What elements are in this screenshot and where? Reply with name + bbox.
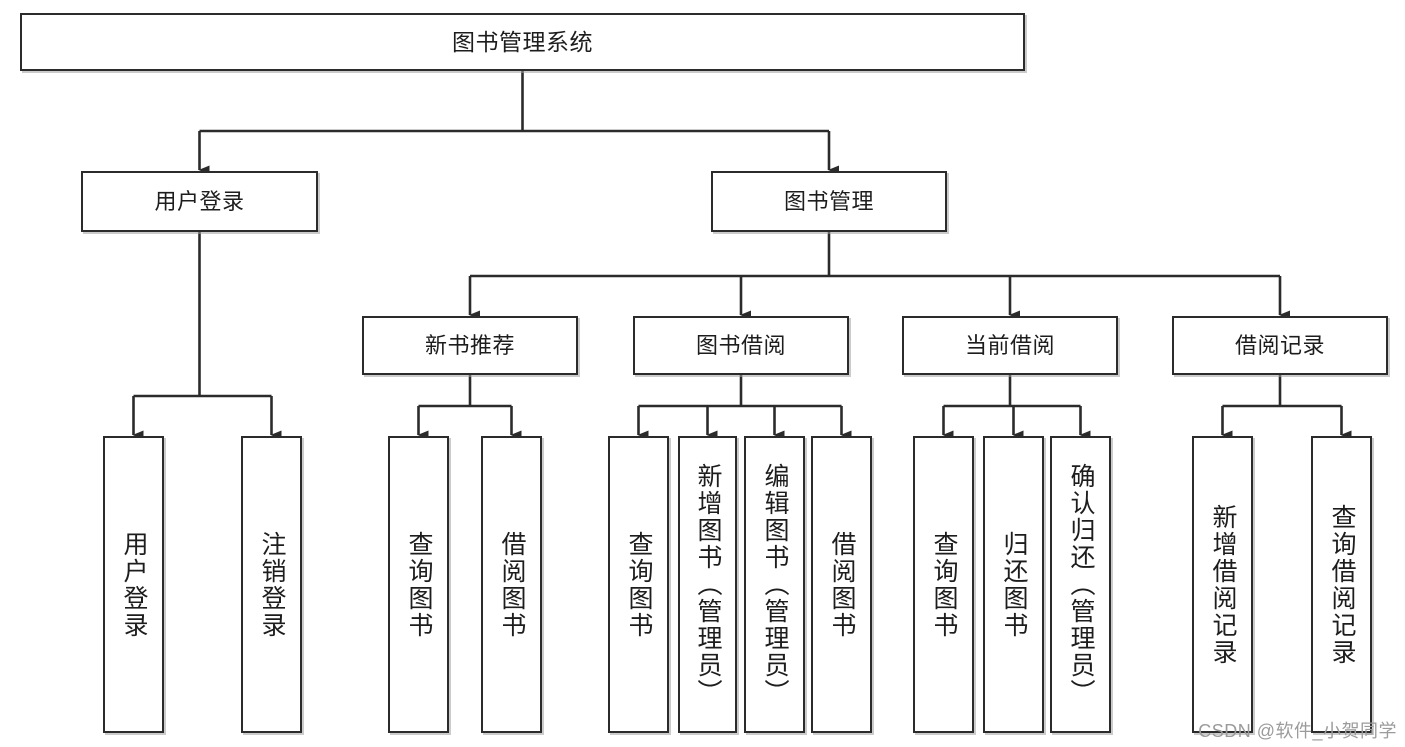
node-label: 查询图书 bbox=[625, 530, 653, 639]
node-label: 借阅图书 bbox=[828, 530, 856, 639]
node-leaf-query-record[interactable]: 查询借阅记录 bbox=[1311, 436, 1372, 733]
node-leaf-query-book-1[interactable]: 查询图书 bbox=[388, 436, 449, 733]
node-leaf-query-book-2[interactable]: 查询图书 bbox=[608, 436, 669, 733]
node-label: 用户登录 bbox=[154, 188, 245, 214]
node-label: 查询图书 bbox=[405, 530, 433, 639]
node-leaf-query-book-3[interactable]: 查询图书 bbox=[913, 436, 974, 733]
node-label: 归还图书 bbox=[1000, 530, 1028, 639]
node-leaf-user-login[interactable]: 用户登录 bbox=[103, 436, 164, 733]
node-label: 借阅记录 bbox=[1234, 332, 1325, 358]
node-leaf-add-book[interactable]: 新增图书（管理员） bbox=[678, 436, 737, 733]
node-label: 当前借阅 bbox=[964, 332, 1055, 358]
node-leaf-add-record[interactable]: 新增借阅记录 bbox=[1192, 436, 1253, 733]
node-label: 新增借阅记录 bbox=[1209, 503, 1237, 666]
node-current-borrow[interactable]: 当前借阅 bbox=[902, 316, 1118, 375]
node-book-borrow[interactable]: 图书借阅 bbox=[633, 316, 849, 375]
node-label: 新书推荐 bbox=[424, 332, 515, 358]
node-user-login[interactable]: 用户登录 bbox=[81, 171, 318, 232]
node-leaf-return-book[interactable]: 归还图书 bbox=[983, 436, 1044, 733]
node-leaf-borrow-book-2[interactable]: 借阅图书 bbox=[811, 436, 872, 733]
node-label: 查询借阅记录 bbox=[1328, 503, 1356, 666]
node-leaf-logout[interactable]: 注销登录 bbox=[241, 436, 302, 733]
node-label: 注销登录 bbox=[258, 530, 286, 639]
node-label: 新增图书（管理员） bbox=[694, 463, 722, 706]
node-leaf-edit-book[interactable]: 编辑图书（管理员） bbox=[744, 436, 805, 733]
node-label: 图书借阅 bbox=[695, 332, 786, 358]
node-label: 编辑图书（管理员） bbox=[761, 463, 789, 706]
node-new-book-recommend[interactable]: 新书推荐 bbox=[362, 316, 578, 375]
node-label: 图书管理系统 bbox=[452, 28, 593, 55]
node-leaf-confirm-return[interactable]: 确认归还（管理员） bbox=[1050, 436, 1111, 733]
node-label: 查询图书 bbox=[930, 530, 958, 639]
node-borrow-record[interactable]: 借阅记录 bbox=[1172, 316, 1388, 375]
watermark-text: CSDN @软件_小贺同学 bbox=[1198, 721, 1397, 741]
node-root[interactable]: 图书管理系统 bbox=[20, 13, 1025, 71]
node-leaf-borrow-book-1[interactable]: 借阅图书 bbox=[481, 436, 542, 733]
node-label: 确认归还（管理员） bbox=[1067, 463, 1095, 706]
node-book-manage[interactable]: 图书管理 bbox=[711, 171, 947, 232]
node-label: 图书管理 bbox=[783, 188, 874, 214]
node-label: 用户登录 bbox=[120, 530, 148, 639]
node-label: 借阅图书 bbox=[498, 530, 526, 639]
